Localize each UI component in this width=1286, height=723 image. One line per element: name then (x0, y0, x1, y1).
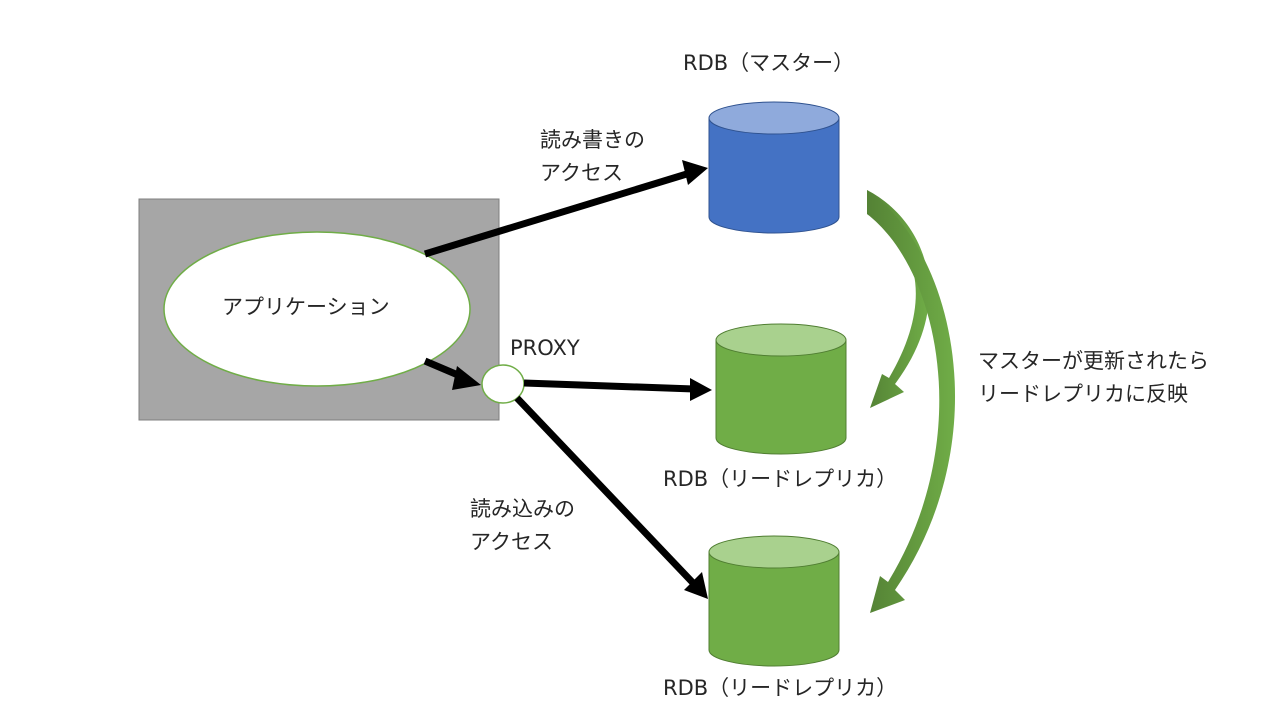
write-access-line-1: 読み書きの (540, 128, 645, 152)
replica-db-1-icon (715, 323, 847, 455)
read-access-line-2: アクセス (470, 530, 553, 554)
write-access-label: 読み書きの アクセス (540, 124, 645, 190)
application-label: アプリケーション (222, 295, 390, 319)
replication-note-line-2: リードレプリカに反映 (978, 382, 1188, 406)
write-access-arrow (423, 160, 708, 258)
replication-arrow-to-replica-2 (867, 190, 956, 613)
master-db-label: RDB（マスター） (683, 51, 855, 75)
read-access-line-1: 読み込みの (470, 497, 575, 521)
replica-db-1-label: RDB（リードレプリカ） (663, 467, 898, 491)
proxy-label: PROXY (510, 336, 580, 360)
read-access-label: 読み込みの アクセス (470, 493, 575, 559)
proxy-to-replica-1-arrow (523, 378, 712, 401)
app-to-proxy-arrow (423, 357, 481, 390)
proxy-to-replica-2-arrow (514, 395, 708, 599)
application-node (163, 231, 471, 387)
replica-db-2-icon (708, 535, 840, 667)
replication-note: マスターが更新されたら リードレプリカに反映 (978, 345, 1209, 411)
master-db-icon (708, 101, 840, 234)
replication-note-line-1: マスターが更新されたら (978, 349, 1209, 373)
write-access-line-2: アクセス (540, 161, 623, 185)
replica-db-2-label: RDB（リードレプリカ） (663, 676, 898, 700)
proxy-node (481, 364, 525, 404)
